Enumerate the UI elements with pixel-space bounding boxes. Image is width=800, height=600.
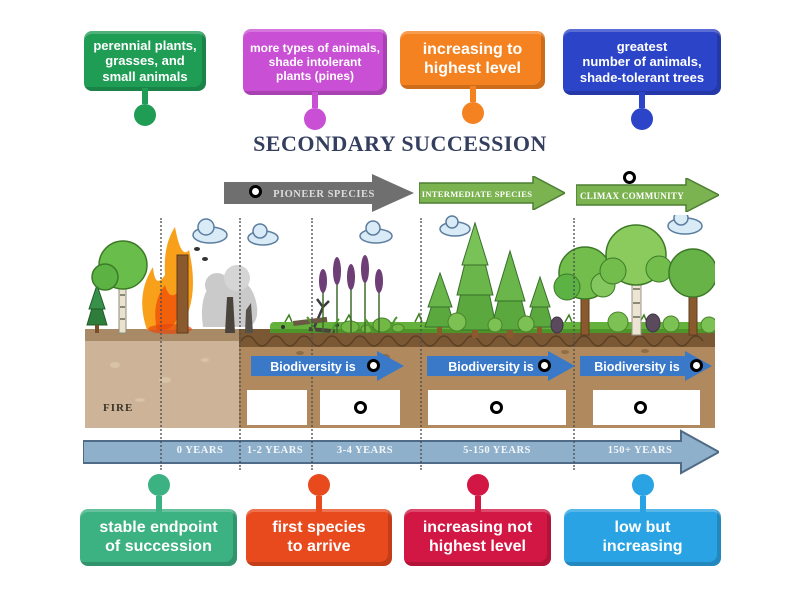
fire-label: FIRE	[103, 402, 134, 414]
diagram-title: SECONDARY SUCCESSION	[253, 131, 547, 156]
chip-stem	[142, 88, 148, 104]
healthy-trees	[86, 240, 148, 334]
chip-dot	[466, 474, 489, 496]
pioneer-species-arrow: PIONEER SPECIES	[224, 174, 414, 212]
chip-stem	[474, 496, 481, 512]
answer-slot-bio-1[interactable]	[367, 359, 380, 372]
chip-dot	[631, 108, 653, 130]
word-chip-greatest-number: greatest number of animals, shade-tolera…	[563, 29, 721, 130]
timeline-label-1: 1-2 YEARS	[246, 445, 304, 456]
timeline-label-4: 150+ YEARS	[607, 445, 673, 456]
timeline-arrow	[83, 429, 719, 475]
biodiversity-arrow-2: Biodiversity is	[427, 351, 575, 381]
timeline-label-3: 5-150 YEARS	[463, 445, 531, 456]
chip-stem	[469, 86, 476, 102]
intermediate-species-label: INTERMEDIATE SPECIES	[422, 189, 532, 199]
chip-dot	[308, 474, 330, 496]
stage-divider	[420, 218, 422, 470]
word-chip-more-animals: more types of animals, shade intolerant …	[243, 29, 387, 130]
chip-stem	[639, 496, 646, 512]
answer-slot-box-4[interactable]	[634, 401, 647, 414]
stage-divider	[239, 218, 241, 470]
chip-stem	[639, 92, 645, 108]
answer-slot-box-3[interactable]	[490, 401, 503, 414]
cloud-icons	[192, 215, 703, 246]
word-chip-stable-endpoint: stable endpoint of succession	[80, 474, 237, 566]
word-chip-label[interactable]: increasing not highest level	[404, 509, 551, 566]
word-chip-increasing-highest: increasing to highest level	[400, 31, 545, 124]
answer-box-1	[247, 390, 307, 425]
climax-forest	[550, 224, 715, 336]
pine-trees	[424, 221, 554, 338]
word-chip-label[interactable]: perennial plants, grasses, and small ani…	[84, 31, 206, 91]
word-chip-low-but-increasing: low but increasing	[564, 474, 721, 566]
answer-slot-pioneer[interactable]	[249, 185, 262, 198]
word-chip-label[interactable]: stable endpoint of succession	[80, 509, 237, 566]
stage-divider	[160, 218, 162, 470]
timeline-label-0: 0 YEARS	[176, 445, 224, 456]
word-chip-label[interactable]: more types of animals, shade intolerant …	[243, 29, 387, 95]
chip-dot	[461, 102, 484, 124]
pioneer-shrubs	[340, 317, 405, 334]
climax-community-arrow: CLIMAX COMMUNITY	[576, 178, 719, 212]
chip-stem	[155, 496, 162, 512]
word-chip-label[interactable]: first species to arrive	[246, 509, 392, 566]
stage-divider	[573, 218, 575, 470]
biodiversity-arrow-3: Biodiversity is	[580, 351, 712, 381]
answer-slot-climax[interactable]	[623, 171, 636, 184]
chip-dot	[304, 108, 326, 130]
biodiversity-label: Biodiversity is	[594, 360, 679, 374]
answer-slot-bio-3[interactable]	[690, 359, 703, 372]
word-chip-label[interactable]: greatest number of animals, shade-tolera…	[563, 29, 721, 95]
fire-icon	[142, 227, 208, 334]
word-chip-label[interactable]: increasing to highest level	[400, 31, 545, 89]
climax-community-label: CLIMAX COMMUNITY	[580, 191, 684, 201]
word-chip-perennial: perennial plants, grasses, and small ani…	[84, 31, 206, 126]
timeline-label-2: 3-4 YEARS	[336, 445, 394, 456]
word-chip-first-species: first species to arrive	[246, 474, 392, 566]
stage-divider	[311, 218, 313, 470]
chip-dot	[147, 474, 170, 496]
answer-slot-box-2[interactable]	[354, 401, 367, 414]
chip-stem	[312, 92, 318, 108]
answer-slot-bio-2[interactable]	[538, 359, 551, 372]
biodiversity-arrow-1: Biodiversity is	[251, 351, 404, 381]
chip-stem	[316, 496, 322, 512]
word-chip-label[interactable]: low but increasing	[564, 509, 721, 566]
biodiversity-label: Biodiversity is	[270, 360, 355, 374]
biodiversity-label: Biodiversity is	[448, 360, 533, 374]
word-chip-increasing-not-highest: increasing not highest level	[404, 474, 551, 566]
pioneer-species-label: PIONEER SPECIES	[273, 189, 375, 200]
chip-dot	[631, 474, 654, 496]
chip-dot	[134, 104, 156, 126]
intermediate-species-arrow: INTERMEDIATE SPECIES	[419, 176, 565, 210]
